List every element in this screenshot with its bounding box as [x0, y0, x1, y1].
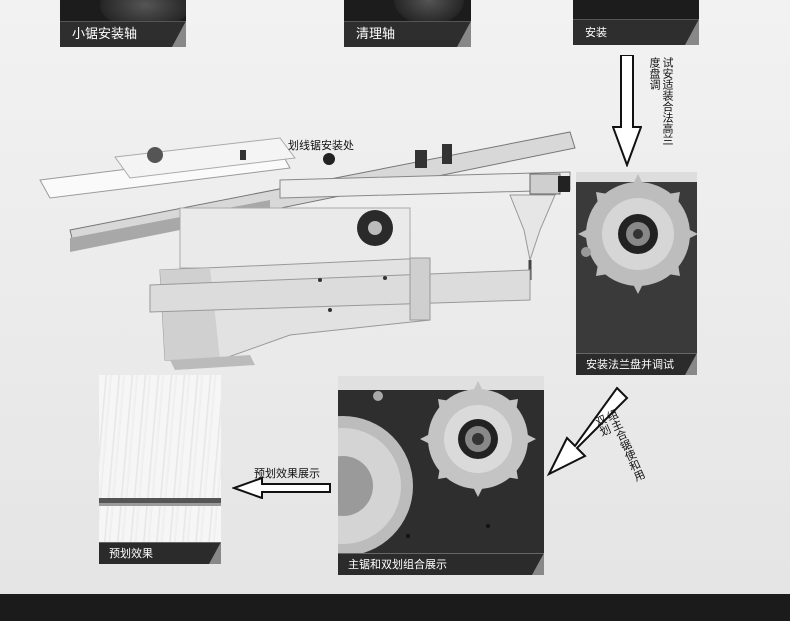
clean-shaft-caption: 清理轴	[344, 21, 471, 47]
small-saw-shaft-caption: 小锯安装轴	[60, 21, 186, 47]
combo-caption: 主锯和双划组合展示	[338, 553, 544, 575]
scoring-cut-edge	[99, 503, 221, 506]
board-grain-texture	[99, 375, 221, 542]
small-saw-shaft-thumbnail: 小锯安装轴	[60, 0, 186, 47]
scoring-cut-line	[99, 498, 221, 503]
left-arrow-icon	[232, 477, 331, 499]
blade-combo-photo	[338, 376, 544, 553]
diagonal-arrow-icon	[546, 386, 629, 477]
combo-photo-panel: 主锯和双划组合展示	[338, 376, 544, 575]
preview-arrow-label: 预划效果展示	[254, 467, 320, 480]
footer-bar	[0, 594, 790, 621]
install-thumbnail: 安装	[573, 0, 699, 45]
sliding-table-saw-illustration	[39, 131, 576, 370]
down-arrow-icon	[612, 55, 642, 167]
install-caption: 安装	[573, 19, 699, 45]
clean-shaft-thumbnail: 清理轴	[344, 0, 471, 47]
flange-install-photo-panel: 安装法兰盘并调试	[576, 172, 697, 375]
preview-effect-panel: 预划效果	[99, 375, 221, 564]
preview-effect-caption: 预划效果	[99, 542, 221, 564]
scoring-saw-mount-marker	[323, 153, 335, 165]
flange-install-caption: 安装法兰盘并调试	[576, 353, 697, 375]
scoring-saw-mount-label: 划线锯安装处	[288, 139, 354, 152]
flange-height-annotation: 试安适装合法高兰度盘调	[648, 57, 674, 145]
saw-blade-photo	[576, 172, 697, 353]
